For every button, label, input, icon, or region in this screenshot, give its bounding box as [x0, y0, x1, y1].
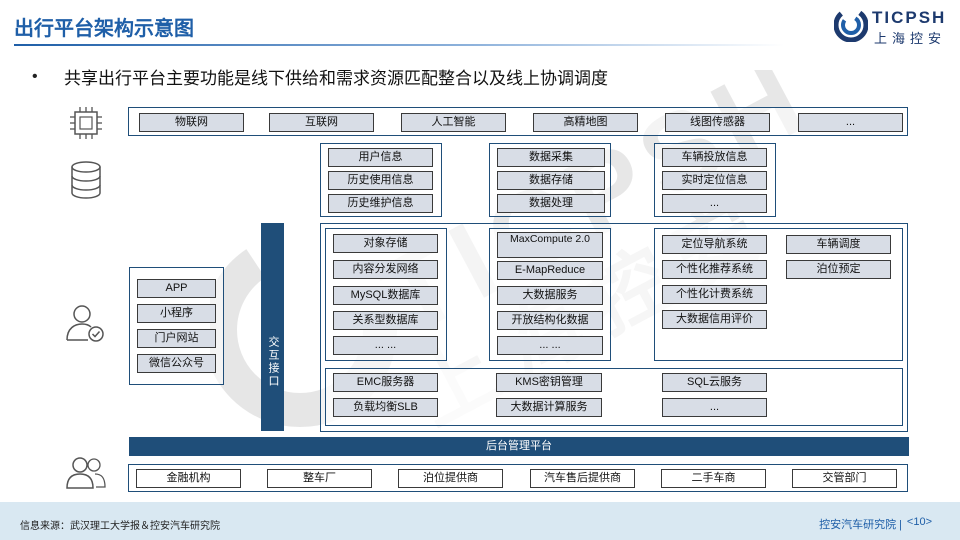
participant-item: 汽车售后提供商: [530, 469, 635, 488]
page-number: <10>: [906, 516, 932, 528]
system-item: 泊位预定: [786, 260, 891, 279]
vehicle-data-panel: 车辆投放信息 实时定位信息 ...: [654, 143, 776, 217]
service-item: 开放结构化数据: [497, 311, 603, 330]
infrastructure-panel: 物联网 互联网 人工智能 高精地图 线图传感器 ...: [128, 107, 908, 136]
user-data-panel: 用户信息 历史使用信息 历史维护信息: [320, 143, 442, 217]
cloud-item: 大数据计算服务: [496, 398, 602, 417]
service-item: ... ...: [333, 336, 438, 355]
participants-panel: 金融机构 整车厂 泊位提供商 汽车售后提供商 二手车商 交管部门: [128, 464, 908, 492]
interaction-interface: 交互接口: [261, 223, 284, 431]
participant-item: 整车厂: [267, 469, 372, 488]
data-item: 用户信息: [328, 148, 433, 167]
service-item: ... ...: [497, 336, 603, 355]
client-item: 小程序: [137, 304, 216, 323]
client-item: APP: [137, 279, 216, 298]
company-logo: TICPSH 上海控安: [834, 6, 954, 46]
data-item: 数据存储: [497, 171, 605, 190]
cloud-item: KMS密钥管理: [496, 373, 602, 392]
data-item: 实时定位信息: [662, 171, 767, 190]
service-item: 对象存储: [333, 234, 438, 253]
system-item: 定位导航系统: [662, 235, 767, 254]
infra-item: 物联网: [139, 113, 244, 132]
database-icon: [71, 161, 101, 199]
logo-swirl-icon: [834, 8, 868, 42]
system-item: 个性化计费系统: [662, 285, 767, 304]
service-item: 大数据服务: [497, 286, 603, 305]
footer-source: 信息来源：武汉理工大学报＆控安汽车研究院: [20, 521, 220, 532]
bullet-text: 共享出行平台主要功能是线下供给和需求资源匹配整合以及线上协调调度: [64, 69, 608, 88]
participant-item: 交管部门: [792, 469, 897, 488]
application-systems-panel: 定位导航系统 个性化推荐系统 个性化计费系统 大数据信用评价 车辆调度 泊位预定: [654, 228, 903, 361]
participant-item: 泊位提供商: [398, 469, 503, 488]
data-item: ...: [662, 194, 767, 213]
page-title: 出行平台架构示意图: [14, 18, 194, 40]
service-item: MaxCompute 2.0: [497, 232, 603, 258]
cloud-item: ...: [662, 398, 767, 417]
infra-item: 人工智能: [401, 113, 506, 132]
big-data-panel: MaxCompute 2.0 E-MapReduce 大数据服务 开放结构化数据…: [489, 228, 611, 361]
infra-item: ...: [798, 113, 903, 132]
cloud-item: EMC服务器: [333, 373, 438, 392]
data-item: 历史使用信息: [328, 171, 433, 190]
cloud-services-panel: EMC服务器 负载均衡SLB KMS密钥管理 大数据计算服务 SQL云服务 ..…: [325, 368, 903, 426]
infra-item: 线图传感器: [665, 113, 770, 132]
client-panel: APP 小程序 门户网站 微信公众号: [129, 267, 224, 385]
system-item: 个性化推荐系统: [662, 260, 767, 279]
system-item: 车辆调度: [786, 235, 891, 254]
storage-services-panel: 对象存储 内容分发网络 MySQL数据库 关系型数据库 ... ...: [325, 228, 447, 361]
cloud-item: SQL云服务: [662, 373, 767, 392]
logo-sub: 上海控安: [874, 31, 947, 46]
backend-management-bar: 后台管理平台: [129, 437, 909, 456]
service-item: MySQL数据库: [333, 286, 438, 305]
system-item: 大数据信用评价: [662, 310, 767, 329]
cpu-chip-icon: [70, 107, 102, 139]
client-item: 微信公众号: [137, 354, 216, 373]
service-item: 关系型数据库: [333, 311, 438, 330]
bullet-marker: •: [32, 68, 38, 85]
infra-item: 互联网: [269, 113, 374, 132]
users-icon: [66, 457, 106, 489]
participant-item: 金融机构: [136, 469, 241, 488]
data-item: 车辆投放信息: [662, 148, 767, 167]
footer: 信息来源：武汉理工大学报＆控安汽车研究院 控安汽车研究院 | <10>: [0, 502, 960, 540]
cloud-item: 负载均衡SLB: [333, 398, 438, 417]
infra-item: 高精地图: [533, 113, 638, 132]
participant-item: 二手车商: [661, 469, 766, 488]
service-item: E-MapReduce: [497, 261, 603, 280]
data-item: 数据处理: [497, 194, 605, 213]
logo-brand: TICPSH: [872, 8, 947, 27]
client-item: 门户网站: [137, 329, 216, 348]
footer-institute: 控安汽车研究院 |: [819, 519, 902, 531]
data-processing-panel: 数据采集 数据存储 数据处理: [489, 143, 611, 217]
user-check-icon: [66, 305, 104, 342]
title-underline: [14, 44, 784, 46]
data-item: 历史维护信息: [328, 194, 433, 213]
service-item: 内容分发网络: [333, 260, 438, 279]
data-item: 数据采集: [497, 148, 605, 167]
